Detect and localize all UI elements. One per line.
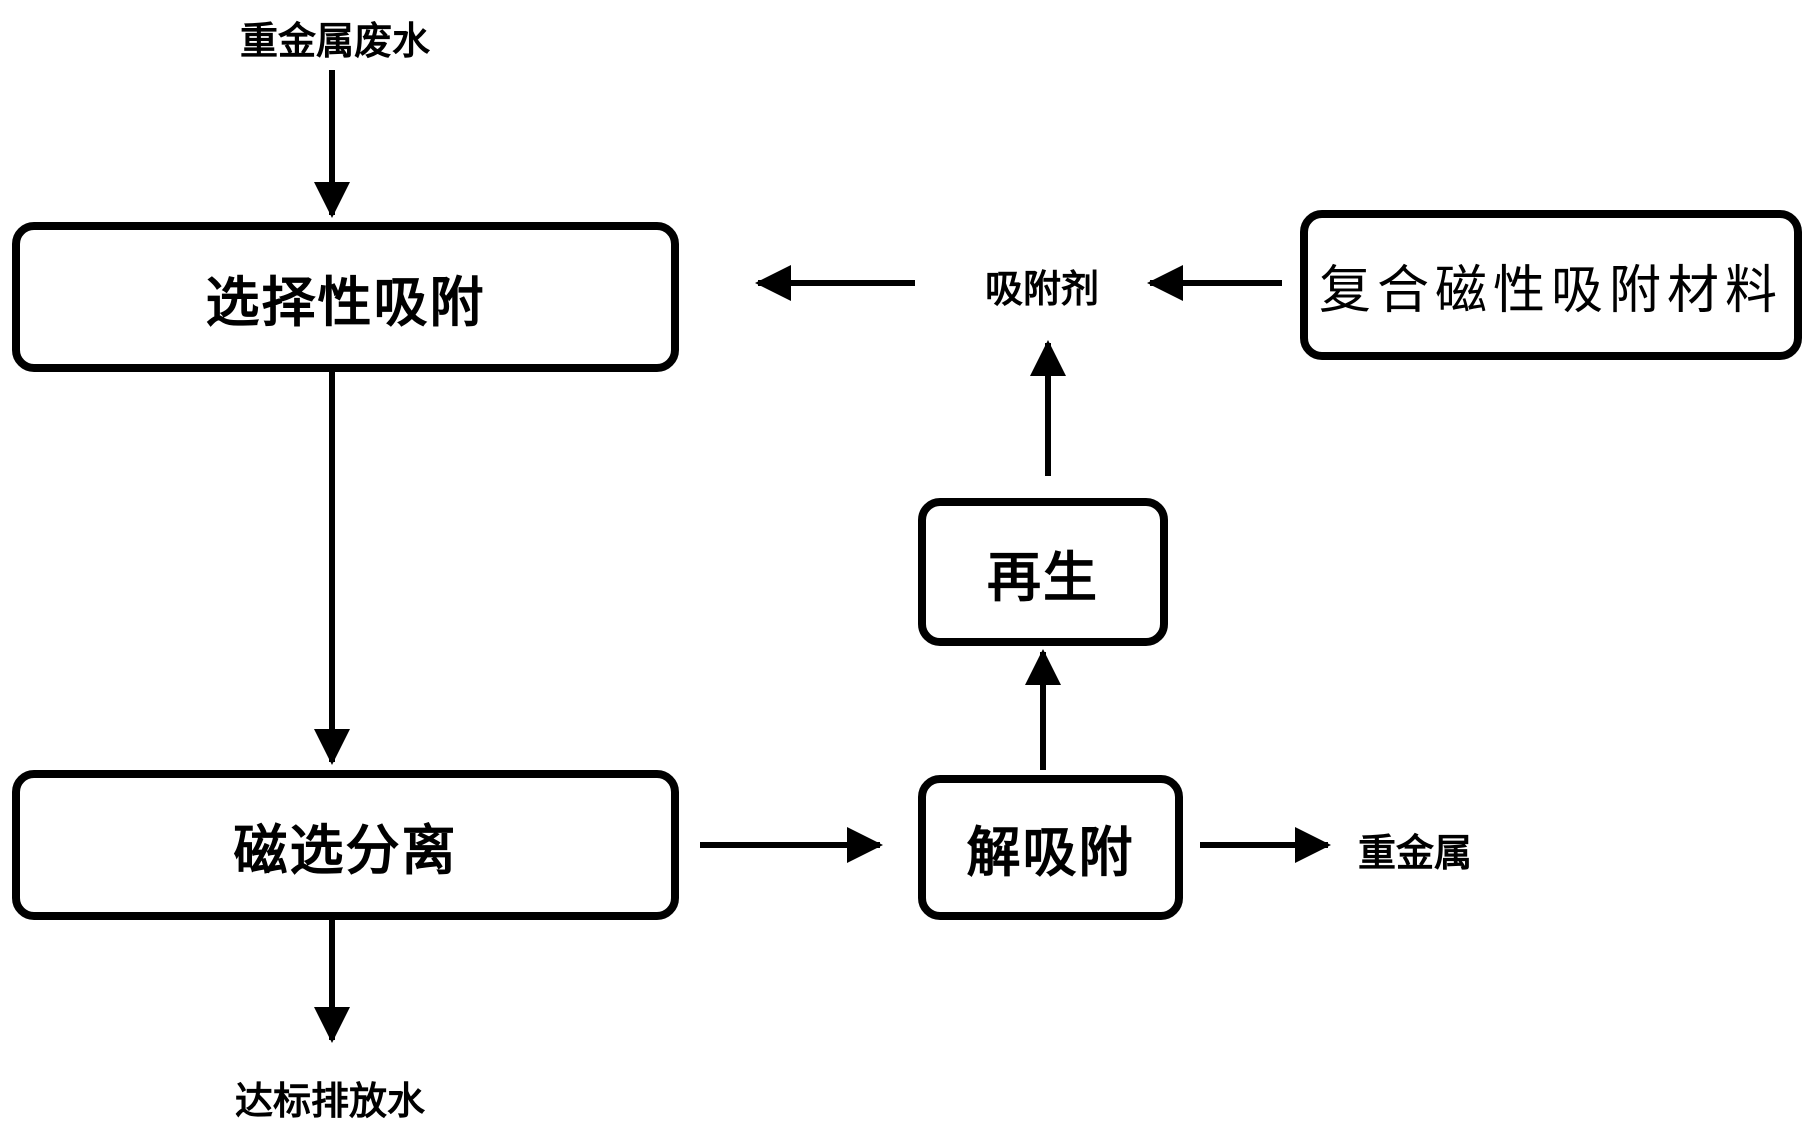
selective-adsorption-label: 选择性吸附 xyxy=(205,270,486,334)
adsorbent-label: 吸附剂 xyxy=(984,267,1099,311)
output-label: 达标排放水 xyxy=(234,1079,425,1123)
desorption-label: 解吸附 xyxy=(966,821,1135,884)
composite-magnetic-material-label: 复合磁性吸附材料 xyxy=(1318,260,1783,321)
input-label: 重金属废水 xyxy=(239,19,430,63)
magnetic-separation-label: 磁选分离 xyxy=(233,818,458,882)
selective-adsorption-box: 选择性吸附 xyxy=(12,222,679,372)
magnetic-separation-box: 磁选分离 xyxy=(12,770,679,920)
composite-magnetic-material-box: 复合磁性吸附材料 xyxy=(1300,210,1802,360)
desorption-box: 解吸附 xyxy=(918,775,1183,920)
regeneration-box: 再生 xyxy=(918,498,1168,646)
heavy-metal-label: 重金属 xyxy=(1357,831,1472,875)
regeneration-label: 再生 xyxy=(987,545,1099,609)
